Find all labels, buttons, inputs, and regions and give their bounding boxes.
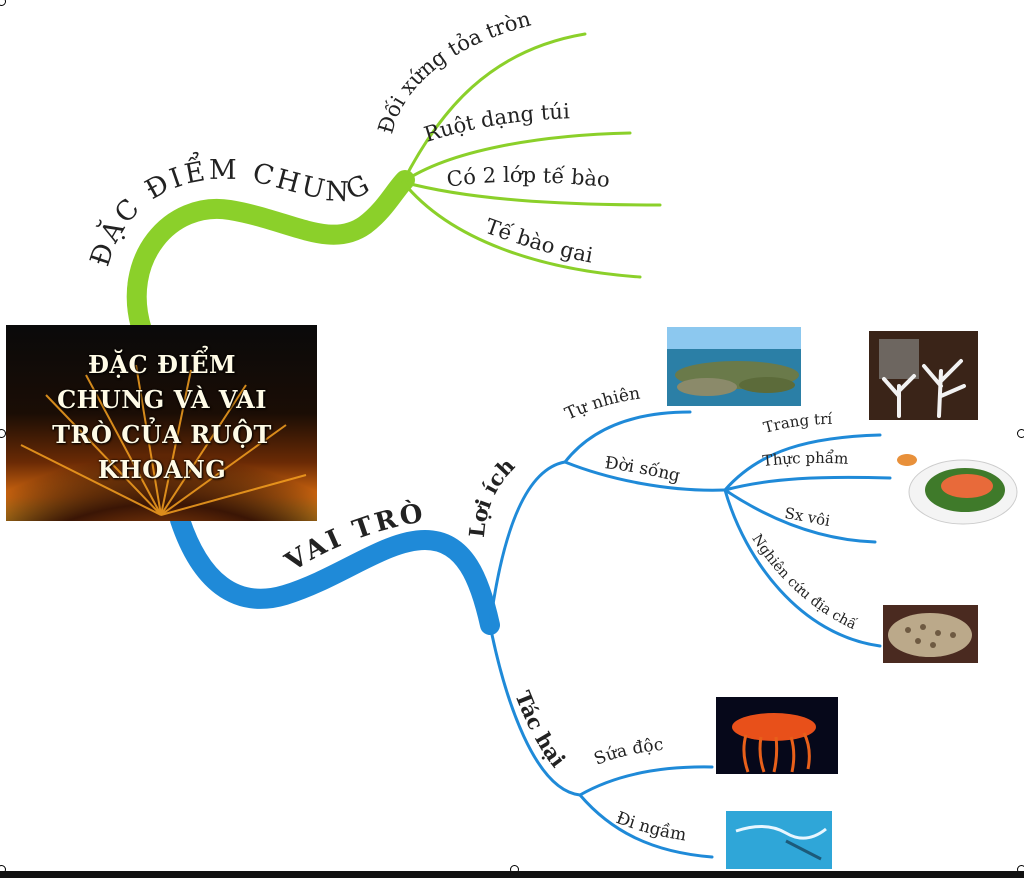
bottom-border [0, 871, 1024, 878]
label-trang-tri: Trang trí [761, 410, 832, 437]
central-line-4: KHOANG [97, 455, 227, 484]
label-sx-voi: Sx vôi [783, 504, 831, 530]
anemone-background-image [6, 364, 317, 521]
green-sub-branches [401, 32, 662, 279]
white-coral-photo [869, 331, 978, 420]
label-sua-doc: Sứa độc [591, 735, 664, 770]
sea-chart-photo [726, 811, 832, 869]
label-di-ngam: Đi ngầm [613, 808, 688, 846]
central-line-2: CHUNG VÀ VAI [57, 385, 267, 414]
selection-handle[interactable] [0, 429, 6, 438]
coral-island-photo [667, 327, 801, 406]
central-topic: ĐẶC ĐIỂM CHUNG VÀ VAI TRÒ CỦA RUỘT KHOAN… [6, 325, 317, 521]
branch-dac-diem [126, 170, 415, 340]
label-thuc-pham: Thực phẩm [762, 449, 849, 470]
selection-handle[interactable] [0, 0, 6, 6]
selection-handle[interactable] [1017, 429, 1024, 438]
jellyfish-photo [716, 697, 838, 774]
label-doi-song: Đời sống [604, 453, 682, 486]
central-title: ĐẶC ĐIỂM CHUNG VÀ VAI TRÒ CỦA RUỘT KHOAN… [28, 347, 296, 487]
central-line-1: ĐẶC ĐIỂM [87, 350, 237, 379]
coral-fossil-photo [883, 605, 978, 663]
seafood-dish-photo [895, 448, 1019, 532]
label-co-2-lop: Có 2 lớp tế bào [445, 163, 611, 192]
central-line-3: TRÒ CỦA RUỘT [52, 420, 272, 449]
blue-sub-branches [488, 410, 892, 859]
branch-vai-tro [170, 510, 500, 635]
